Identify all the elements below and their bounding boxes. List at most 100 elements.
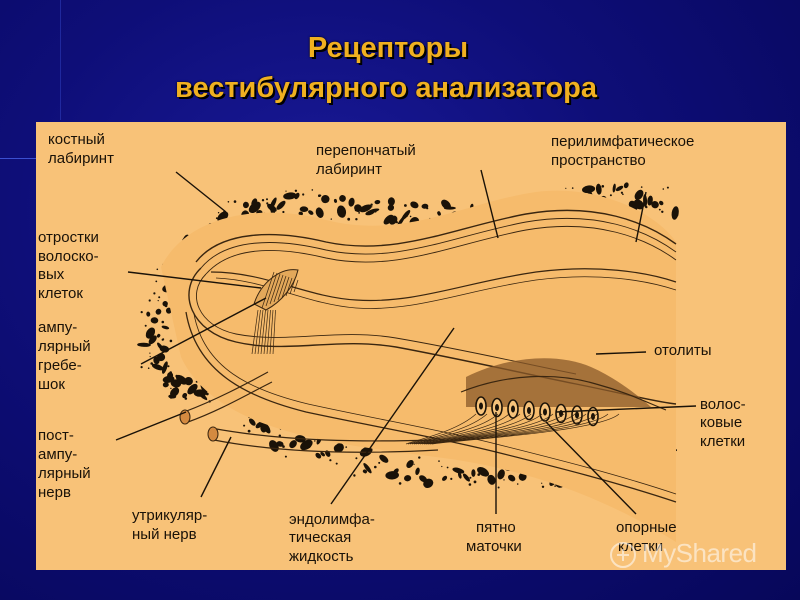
crest-stalk-fiber [272,309,276,355]
bone-speckle [634,189,644,201]
bone-speckle [289,440,297,449]
bone-dot [243,424,246,427]
bone-speckle [441,199,451,210]
bone-dot [477,473,481,476]
bone-dot [388,199,390,201]
bone-dot [355,218,358,221]
bone-dot [468,483,472,486]
bone-dot [345,446,348,448]
slide-title-line2: вестибулярного анализатора [175,72,597,104]
bone-dot [140,311,143,314]
bone-speckle [315,207,324,218]
macula-fibers [405,413,620,445]
bone-dot [227,201,230,203]
bone-speckle [151,363,164,371]
lower-tube-outer [185,311,677,503]
crest-hair [285,277,293,297]
otolith-layer [460,375,667,411]
bone-dot [169,371,172,374]
leader-lines [115,169,697,515]
hair-cell-nucleus [479,402,483,410]
bone-dot [469,476,472,479]
bone-dot [285,190,287,192]
bone-dot [418,456,421,459]
bone-speckle [161,361,168,374]
bone-speckle [487,474,496,485]
bone-speckle [457,472,462,479]
macula-fiber [419,413,554,445]
bone-speckle [242,201,249,209]
bone-speckle [462,473,471,482]
bone-dot [661,210,664,213]
bone-dot [554,485,556,487]
bone-dot [450,477,453,480]
bone-dot [314,440,316,442]
decorative-line [60,0,61,120]
bone-dot [144,324,147,327]
bone-dot [658,208,661,211]
bone-speckle [497,469,505,480]
bone-dot [497,486,500,489]
bone-dot [169,339,173,343]
bone-dot [269,204,272,207]
otolith-mound [466,358,651,407]
macula-fiber [405,413,477,445]
bone-dot [645,205,648,209]
crest-stalk-fiber [254,309,261,355]
bone-dot [335,462,338,465]
bone-speckle [339,195,346,202]
bone-speckle [137,342,151,347]
bone-dot [330,218,332,220]
bone-dot [413,463,415,465]
bone-dot [395,221,398,224]
bone-dot [620,191,624,194]
bone-dot [170,387,172,390]
macula-fiber [421,413,565,445]
bone-dot [601,185,605,188]
bone-speckle [477,466,490,477]
bone-dot [311,189,314,191]
hair-cell-nucleus [575,411,579,419]
bone-speckle [359,204,372,213]
bone-speckle [387,197,395,206]
bone-speckle [615,185,624,192]
bone-speckle [308,210,314,215]
bone-dot [156,268,159,271]
bone-speckle [148,335,157,345]
crest-stalk-fiber [257,309,264,355]
bone-dot [426,207,429,210]
bone-speckle [262,422,271,434]
bone-dot [666,186,669,189]
bone-speckle [623,182,629,189]
crest-hair [269,273,281,305]
bone-dot [205,392,209,396]
bone-dot [302,193,305,196]
hair-cell-nucleus [543,408,547,416]
bone-dot [516,483,519,485]
hair-cell-nucleus [527,407,531,414]
crest-hair [265,272,278,307]
bone-dot [308,445,311,449]
bone-speckle [633,199,644,210]
macula-fiber [431,413,620,445]
bone-speckle [146,311,151,317]
bone-speckle [156,333,161,338]
bone-dot [140,366,143,369]
bone-speckle [157,342,165,352]
bone-dot [355,457,358,460]
crest-stalk-fiber [266,309,271,355]
bone-speckle [276,200,286,210]
bone-dot [374,210,377,213]
bone-dot [161,320,165,324]
watermark-text: MyShared [642,538,757,568]
bone-speckle [362,469,368,474]
bone-speckle [365,210,375,216]
perilymph-region [161,190,676,542]
bone-dot [503,479,505,481]
bone-speckle [508,474,516,482]
